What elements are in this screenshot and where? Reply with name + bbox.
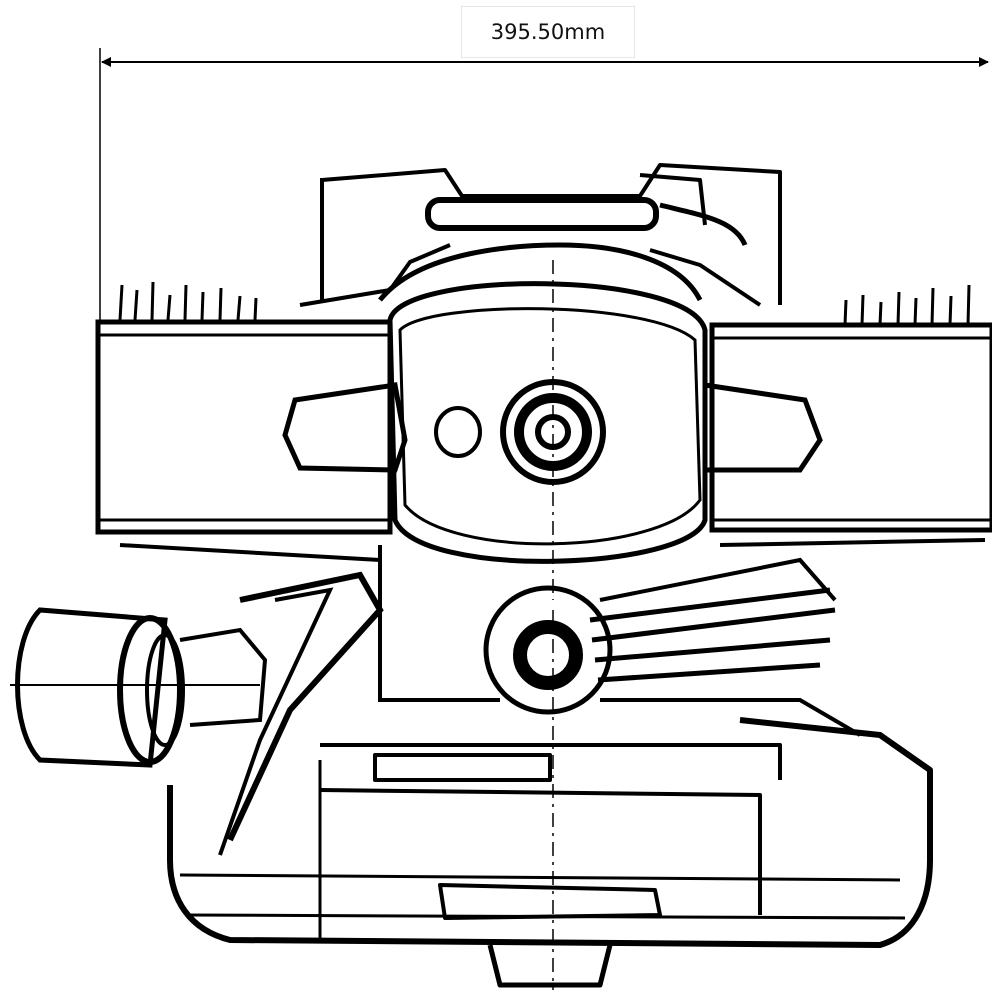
left-alternator [10, 571, 384, 856]
right-cylinder [709, 284, 992, 533]
left-cylinder [95, 281, 393, 535]
top-valve-cover [299, 163, 782, 307]
pulley-assembly [483, 557, 837, 715]
oil-pan [167, 610, 933, 990]
housing-edges [119, 538, 986, 737]
dimension-line [99, 48, 989, 320]
dimension-label: 395.50mm [461, 6, 635, 58]
central-housing [282, 260, 823, 600]
